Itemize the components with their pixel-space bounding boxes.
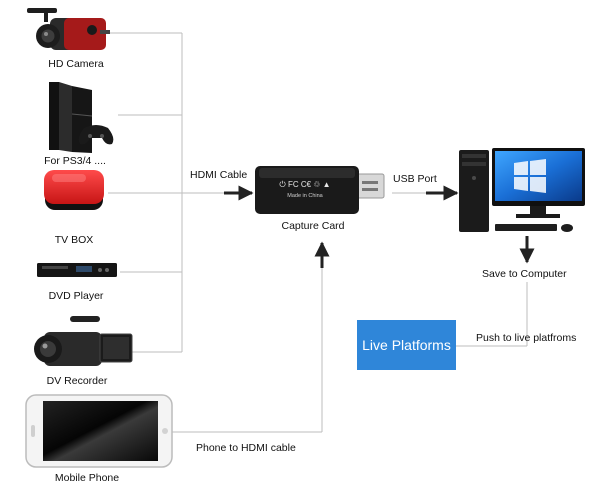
label-ps: For PS3/4 .... [44,155,106,167]
hd-camera-icon [27,8,110,50]
capture-card-markings: ⏻ FC C€ ♲ ▲ [279,180,331,189]
live-platforms-box: Live Platforms [357,320,456,370]
dv-recorder-icon [34,316,133,366]
connector-lines [108,32,528,433]
capture-card-made-in: Made in China [287,193,323,199]
label-mobile-phone: Mobile Phone [54,472,120,484]
label-usb-port: USB Port [393,173,437,185]
label-phone-to-hdmi: Phone to HDMI cable [196,442,296,454]
label-capture-card: Capture Card [281,220,345,232]
arrows [224,185,535,268]
computer-icon [459,148,585,232]
label-dvd-player: DVD Player [48,290,104,302]
live-platforms-label: Live Platforms [362,337,451,353]
label-dv-recorder: DV Recorder [46,375,108,387]
dvd-player-icon [37,263,117,277]
label-hd-camera: HD Camera [48,58,104,70]
label-hdmi-cable: HDMI Cable [190,169,248,181]
label-save-to-computer: Save to Computer [482,268,567,280]
tv-box-icon [44,170,104,210]
ps-console-icon [49,82,114,153]
label-tv-box: TV BOX [54,234,94,246]
label-push-to-live: Push to live platfroms [476,332,577,344]
capture-card-icon [255,166,385,214]
mobile-phone-icon [25,394,173,468]
